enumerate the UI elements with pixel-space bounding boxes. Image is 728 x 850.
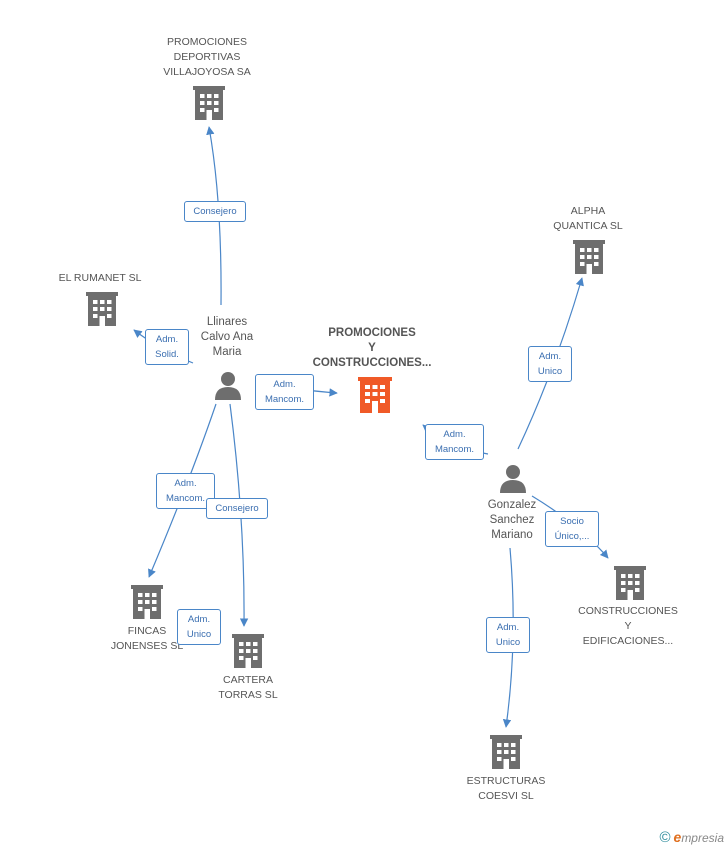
relation-label-adm-unico-fincas[interactable]: Adm. Unico — [177, 609, 221, 645]
brand-logo: ©empresia — [659, 829, 724, 846]
person-icon[interactable] — [498, 463, 528, 493]
company-node-cartera-torras[interactable]: CARTERA TORRAS SL — [196, 673, 300, 703]
company-node-el-rumanet[interactable]: EL RUMANET SL — [40, 271, 160, 286]
company-label: EL RUMANET SL — [58, 272, 142, 284]
relation-label-adm-unico-estructuras[interactable]: Adm. Unico — [486, 617, 530, 653]
company-node-promociones-deportivas[interactable]: PROMOCIONES DEPORTIVAS VILLAJOYOSA SA — [140, 35, 274, 80]
main-company-building-icon[interactable] — [358, 377, 392, 413]
company-label: PROMOCIONES DEPORTIVAS VILLAJOYOSA SA — [163, 36, 251, 78]
company-node-fincas-jonenses[interactable]: FINCAS JONENSES SL — [95, 624, 199, 654]
company-node-construcciones-edificaciones[interactable]: CONSTRUCCIONES Y EDIFICACIONES... — [568, 604, 688, 649]
company-node-estructuras-coesvi[interactable]: ESTRUCTURAS COESVI SL — [454, 774, 558, 804]
building-icon[interactable] — [232, 634, 264, 668]
relation-label-adm-solid[interactable]: Adm. Solid. — [145, 329, 189, 365]
relation-label-adm-mancom-main[interactable]: Adm. Mancom. — [255, 374, 314, 410]
relation-label-consejero-top[interactable]: Consejero — [184, 201, 246, 222]
building-icon[interactable] — [86, 292, 118, 326]
main-company-node[interactable]: PROMOCIONES Y CONSTRUCCIONES... — [300, 326, 444, 371]
person-node-gonzalez[interactable]: Gonzalez Sanchez Mariano — [465, 498, 559, 543]
relation-label-adm-mancom-fincas[interactable]: Adm. Mancom. — [156, 473, 215, 509]
building-icon[interactable] — [614, 566, 646, 600]
brand-rest: mpresia — [681, 831, 724, 845]
person-icon[interactable] — [213, 370, 243, 400]
building-icon[interactable] — [193, 86, 225, 120]
copyright-symbol: © — [659, 829, 671, 846]
main-company-label: PROMOCIONES Y CONSTRUCCIONES... — [312, 327, 432, 369]
relation-label-consejero-cartera[interactable]: Consejero — [206, 498, 268, 519]
building-icon[interactable] — [490, 735, 522, 769]
building-icon[interactable] — [573, 240, 605, 274]
relation-label-adm-unico-alpha[interactable]: Adm. Unico — [528, 346, 572, 382]
brand-e: e — [673, 829, 682, 845]
person-label: Gonzalez Sanchez Mariano — [487, 499, 537, 541]
person-node-llinares[interactable]: Llinares Calvo Ana Maria — [180, 315, 274, 360]
relation-label-adm-mancom-gonzalez[interactable]: Adm. Mancom. — [425, 424, 484, 460]
company-label: FINCAS JONENSES SL — [110, 625, 184, 652]
person-label: Llinares Calvo Ana Maria — [200, 316, 254, 358]
company-node-alpha-quantica[interactable]: ALPHA QUANTICA SL — [530, 204, 646, 234]
relation-label-socio-unico[interactable]: Socio Único,... — [545, 511, 599, 547]
company-label: CARTERA TORRAS SL — [218, 674, 278, 701]
company-label: ESTRUCTURAS COESVI SL — [466, 775, 546, 802]
company-label: CONSTRUCCIONES Y EDIFICACIONES... — [578, 605, 678, 647]
building-icon[interactable] — [131, 585, 163, 619]
company-label: ALPHA QUANTICA SL — [553, 205, 623, 232]
